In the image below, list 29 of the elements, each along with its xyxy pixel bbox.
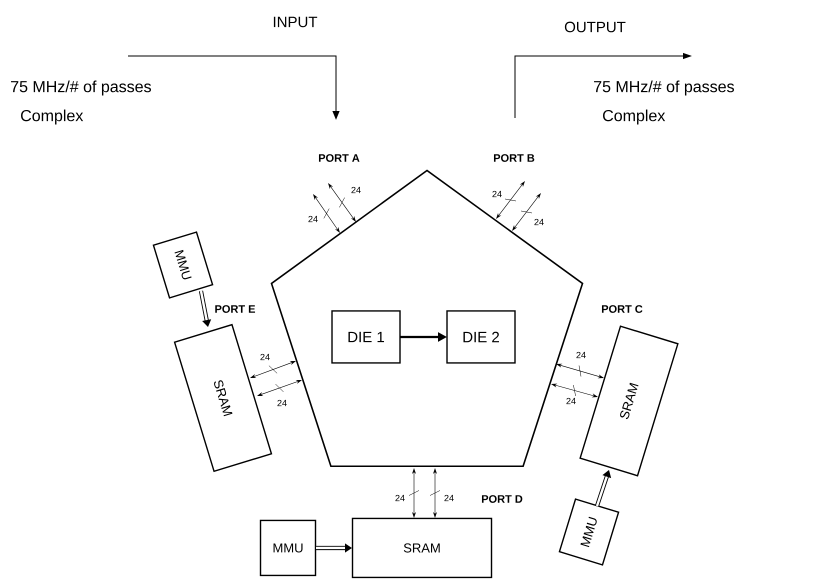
port-label: PORT D	[482, 495, 522, 503]
edge-label: 24	[444, 494, 454, 502]
edge-label: 24	[534, 218, 544, 226]
edge-label: 24	[566, 398, 576, 404]
edge-label: 24	[260, 354, 270, 360]
edge-label: 24	[395, 494, 405, 502]
sram-box: SRAM	[352, 518, 492, 578]
port-label: PORT B	[494, 154, 534, 162]
edge-label: 24	[492, 190, 502, 198]
mmu-box: MMU	[152, 231, 214, 299]
edge-label: 24	[308, 216, 318, 222]
bus-arrow	[512, 193, 541, 231]
die-box: DIE 2	[446, 310, 516, 364]
die-box: DIE 1	[331, 310, 401, 364]
rate-label: 75 MHz/# of passes	[11, 80, 151, 96]
edge-label: 24	[277, 400, 287, 406]
heading: OUTPUT	[564, 22, 626, 32]
rate-label: Complex	[603, 110, 666, 124]
mmu-box: MMU	[558, 498, 620, 566]
rate-label: 75 MHz/# of passes	[594, 80, 734, 96]
rate-label: Complex	[21, 110, 84, 124]
port-label: PORT A	[318, 154, 360, 162]
mmu-box: MMU	[260, 520, 316, 576]
edge-label: 24	[351, 186, 361, 194]
port-label: PORT C	[602, 305, 642, 313]
heading: INPUT	[274, 16, 318, 28]
port-label: PORT E	[215, 305, 256, 313]
arrow	[198, 290, 212, 327]
edge-label: 24	[576, 352, 586, 358]
